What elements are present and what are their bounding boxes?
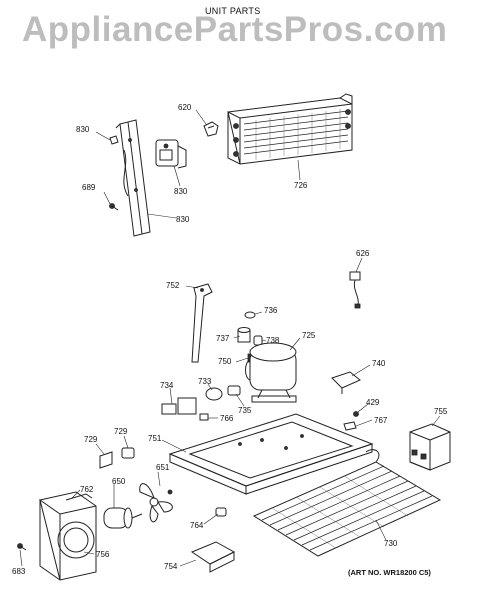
callout-733: 733 (198, 377, 212, 386)
part-830-bracket[interactable] (115, 119, 151, 237)
callout-736: 736 (264, 306, 278, 315)
part-740-relay[interactable] (331, 371, 361, 394)
callout-752: 752 (166, 281, 180, 290)
part-754-bracket[interactable] (190, 541, 236, 573)
part-830-motor-bracket[interactable] (155, 139, 187, 169)
callout-738: 738 (266, 336, 280, 345)
part-830-clip-upper[interactable] (109, 135, 119, 145)
part-626-harness[interactable] (349, 271, 361, 309)
part-725-compressor[interactable] (245, 342, 297, 403)
callout-762: 762 (80, 485, 94, 494)
part-650-fan-motor[interactable] (103, 507, 143, 529)
leader-lines (19, 109, 441, 567)
callout-429: 429 (366, 398, 380, 407)
callout-751: 751 (148, 434, 162, 443)
part-752-strap[interactable] (191, 283, 213, 363)
callout-737: 737 (216, 334, 230, 343)
callout-766: 766 (220, 414, 234, 423)
part-651-fan-blade[interactable] (139, 483, 173, 523)
callout-626: 626 (356, 249, 370, 258)
callout-651: 651 (156, 463, 170, 472)
callout-830-bottom: 830 (176, 215, 190, 224)
callout-labels: 620 726 830 830 830 689 626 752 736 737 … (12, 103, 448, 576)
part-751-base-pan[interactable] (168, 413, 374, 495)
part-726-condenser[interactable] (227, 93, 353, 165)
part-620-clip[interactable] (203, 121, 219, 137)
callout-730: 730 (384, 539, 398, 548)
callout-740: 740 (372, 359, 386, 368)
part-429-screw[interactable] (353, 411, 359, 417)
art-number: (ART NO. WR18200 C5) (348, 568, 431, 577)
part-730-condenser-coil[interactable] (252, 449, 442, 557)
callout-726: 726 (294, 181, 308, 190)
callout-754: 754 (164, 562, 178, 571)
watermark-text: AppliancePartsPros.com (22, 10, 448, 49)
callout-750: 750 (218, 357, 232, 366)
part-755-bracket[interactable] (409, 423, 451, 471)
callout-767: 767 (374, 416, 388, 425)
diagram-title: UNIT PARTS (205, 6, 261, 16)
part-735-clip[interactable] (227, 385, 241, 396)
callout-764: 764 (190, 521, 204, 530)
part-766-plate[interactable] (199, 413, 209, 421)
part-736-clip[interactable] (244, 311, 256, 319)
callout-756: 756 (96, 550, 110, 559)
callout-729-right: 729 (114, 427, 128, 436)
callout-735: 735 (238, 406, 252, 415)
part-738-sleeve[interactable] (253, 335, 263, 346)
callout-683: 683 (12, 567, 26, 576)
callout-830-mid: 830 (174, 187, 188, 196)
part-762-shroud[interactable] (39, 491, 97, 581)
part-689-screw[interactable] (109, 203, 119, 211)
callout-689: 689 (82, 183, 96, 192)
part-764-clip[interactable] (215, 507, 227, 517)
callout-725: 725 (302, 331, 316, 340)
part-729-clip-right[interactable] (121, 447, 135, 459)
part-733-cover[interactable] (205, 387, 223, 401)
callout-729-left: 729 (84, 435, 98, 444)
callout-734: 734 (160, 381, 174, 390)
callout-755: 755 (434, 407, 448, 416)
callout-830-top: 830 (76, 125, 90, 134)
part-737-grommet[interactable] (237, 327, 251, 343)
part-734-overload[interactable] (161, 397, 197, 415)
part-767-clip[interactable] (343, 421, 357, 431)
part-729-clip-left[interactable] (99, 451, 113, 469)
callout-650: 650 (112, 477, 126, 486)
part-683-screw[interactable] (17, 543, 27, 551)
callout-620: 620 (178, 103, 192, 112)
